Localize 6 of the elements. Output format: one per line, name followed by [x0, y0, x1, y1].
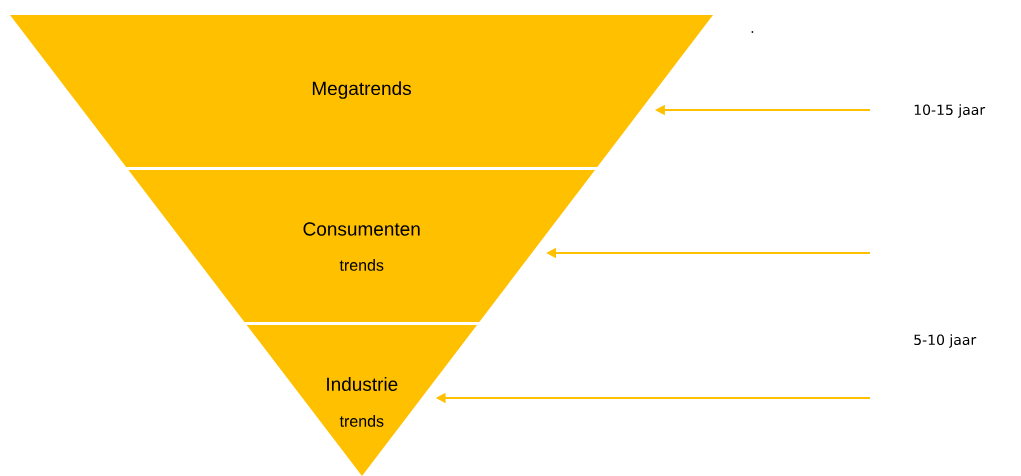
funnel-band: Industrie trends: [246, 325, 477, 476]
funnel-band: Megatrends: [10, 15, 713, 167]
time-label: .: [751, 31, 754, 33]
time-label: 5-10 jaar: [914, 334, 977, 348]
funnel-band: Consumenten trends: [128, 170, 595, 322]
time-label: 10-15 jaar: [914, 104, 986, 118]
